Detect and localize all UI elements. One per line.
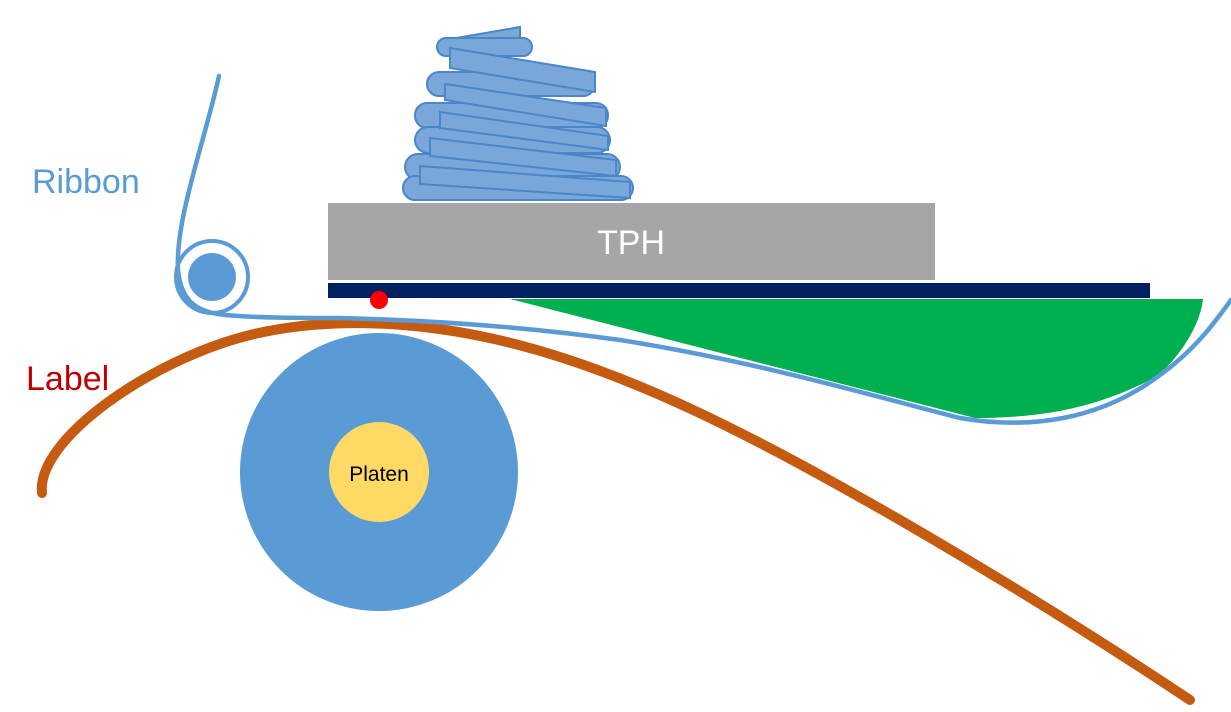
platen-label: Platen (349, 463, 409, 486)
spring-icon (402, 25, 634, 201)
thermal-print-head (328, 203, 935, 280)
label-label: Label (26, 360, 109, 398)
heater-line (328, 283, 1150, 298)
print-line-dot-icon (370, 291, 388, 309)
tph-label: TPH (597, 224, 665, 262)
ribbon-label: Ribbon (32, 163, 140, 201)
platen-core (329, 422, 429, 522)
peel-wedge (510, 299, 1203, 418)
ribbon-path (175, 73, 1231, 425)
guide-roller-icon (174, 239, 250, 315)
label-strip (36, 318, 1195, 705)
